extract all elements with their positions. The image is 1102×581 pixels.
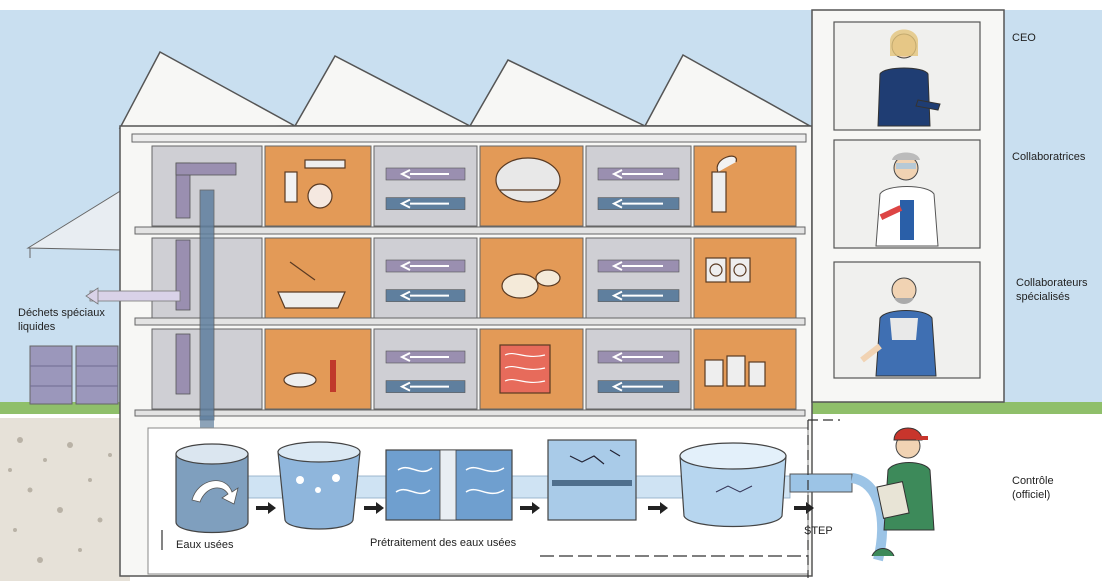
pipe-room-1-5 <box>586 146 691 226</box>
label-step: STEP <box>804 524 833 538</box>
floor-slab-3 <box>135 410 805 416</box>
label-specialists-line1: Collaborateurs <box>1016 276 1088 290</box>
floor-slab-1 <box>135 227 805 234</box>
rooms-grid <box>152 146 796 409</box>
floor-slab-2 <box>135 318 805 325</box>
pipe-room-2-5 <box>586 238 691 318</box>
label-control-line2: (officiel) <box>1012 488 1050 502</box>
molecule-filter-icon <box>548 440 636 520</box>
pipe-room-1-3 <box>374 146 477 226</box>
label-pretreatment: Prétraitement des eaux usées <box>370 536 516 550</box>
clean-water-basin-icon <box>680 443 786 527</box>
label-ceo: CEO <box>1012 31 1036 45</box>
label-collaboratrices: Collaboratrices <box>1012 150 1085 164</box>
rotating-arrow-tank-icon <box>176 444 248 533</box>
lab-room-1-6 <box>694 146 796 226</box>
label-wastewater: Eaux usées <box>176 538 233 552</box>
lab-room-3-2 <box>265 329 371 409</box>
label-liquid-waste-line2: liquides <box>18 320 55 334</box>
roof-beam <box>132 134 806 142</box>
filter-box-icon <box>386 450 512 520</box>
label-specialists-line2: spécialisés <box>1016 290 1070 304</box>
pipe-room-3-3 <box>374 329 477 409</box>
pipe-room-2-3 <box>374 238 477 318</box>
top-white-margin <box>0 0 1102 10</box>
outflow-pipe <box>790 474 852 492</box>
sediment-tank-icon <box>278 442 360 529</box>
pipe-room-3-5 <box>586 329 691 409</box>
label-control-line1: Contrôle <box>1012 474 1054 488</box>
label-liquid-waste-line1: Déchets spéciaux <box>18 306 105 320</box>
